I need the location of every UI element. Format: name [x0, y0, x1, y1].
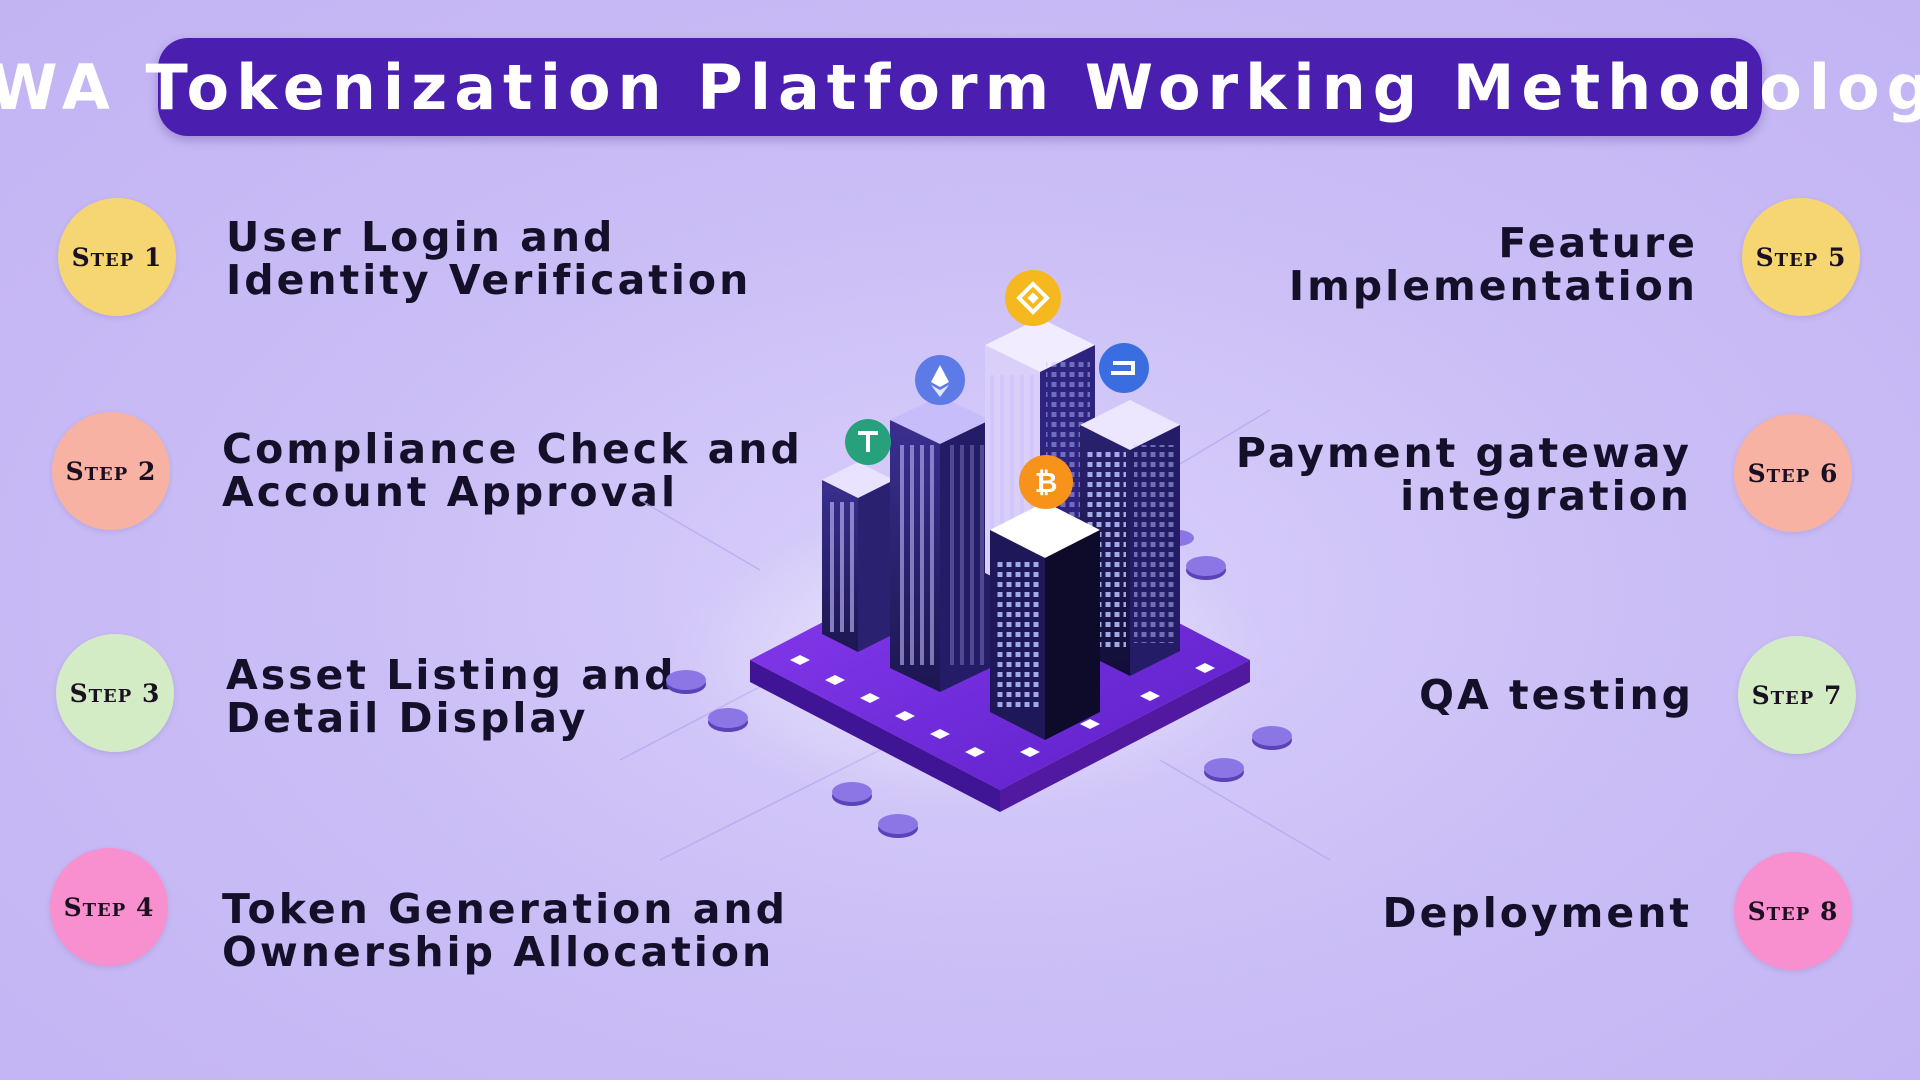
step-2-badge: Step 2	[52, 412, 170, 530]
page-title: RWA Tokenization Platform Working Method…	[0, 50, 1920, 124]
binance-coin-icon	[1005, 270, 1061, 326]
step-1-badge: Step 1	[58, 198, 176, 316]
step-8-label: Step 8	[1747, 896, 1839, 926]
building-front	[990, 502, 1100, 740]
step-7-text: QA testing	[1419, 671, 1694, 719]
step-5-text: Feature Implementation	[1288, 219, 1698, 310]
blockchain-city-illustration: ₿	[600, 240, 1360, 880]
tether-icon	[845, 419, 891, 465]
building-right	[1080, 400, 1180, 676]
step-4-label: Step 4	[63, 892, 155, 922]
step-8-text: Deployment	[1382, 889, 1692, 937]
step-6-badge: Step 6	[1734, 414, 1852, 532]
bitcoin-icon: ₿	[1019, 455, 1073, 509]
step-3-label: Step 3	[69, 678, 161, 708]
step-2-text: Compliance Check and Account Approval	[222, 425, 803, 516]
step-3-badge: Step 3	[56, 634, 174, 752]
step-4-badge: Step 4	[50, 848, 168, 966]
platform-lights	[790, 655, 1215, 757]
step-5-badge: Step 5	[1742, 198, 1860, 316]
step-8-badge: Step 8	[1734, 852, 1852, 970]
building-tall-striped	[890, 396, 990, 692]
step-6-label: Step 6	[1747, 458, 1839, 488]
dash-coin-icon	[1099, 343, 1149, 393]
step-7-badge: Step 7	[1738, 636, 1856, 754]
floating-coins	[666, 530, 1292, 838]
step-3-text: Asset Listing and Detail Display	[226, 651, 677, 742]
step-7-label: Step 7	[1751, 680, 1843, 710]
building-left	[822, 462, 894, 652]
step-1-text: User Login and Identity Verification	[226, 213, 752, 304]
city-illustration-svg: ₿	[619, 270, 1331, 861]
step-5-label: Step 5	[1755, 242, 1847, 272]
step-6-text: Payment gateway integration	[1235, 429, 1692, 520]
step-4-text: Token Generation and Ownership Allocatio…	[222, 885, 788, 976]
svg-text:₿: ₿	[1035, 466, 1058, 499]
ethereum-icon	[915, 355, 965, 405]
step-1-label: Step 1	[71, 242, 163, 272]
title-banner: RWA Tokenization Platform Working Method…	[0, 38, 1920, 136]
step-2-label: Step 2	[65, 456, 157, 486]
